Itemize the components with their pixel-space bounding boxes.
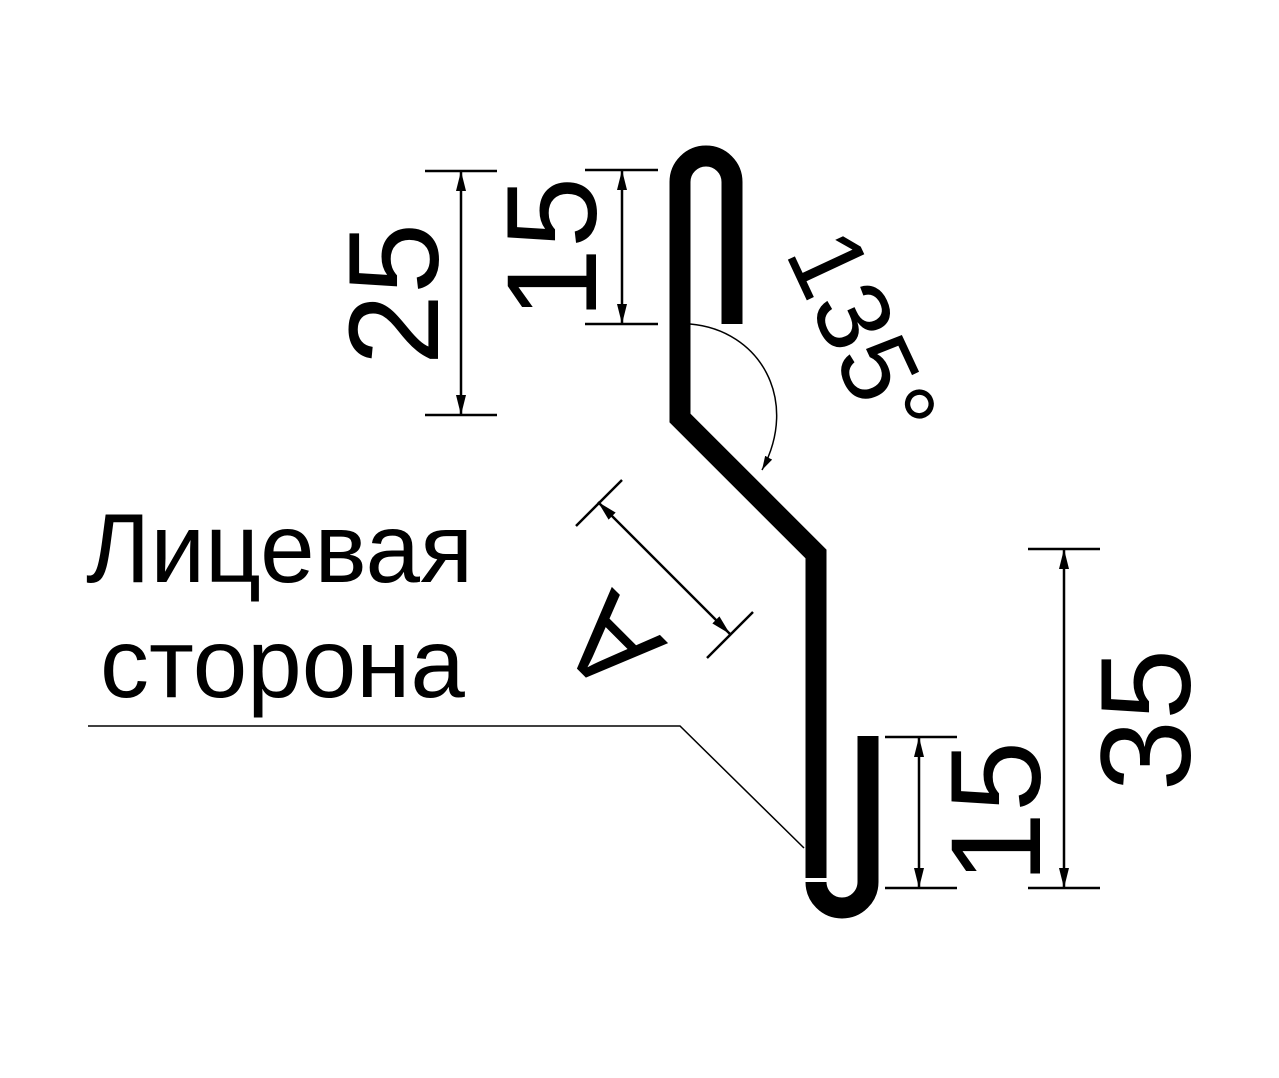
dim-bottom-fold: 15: [885, 735, 1068, 890]
ext-line-slant-lower: [706, 611, 754, 659]
dim-top-fold: 15: [481, 168, 658, 326]
dim-value-top-total: 25: [323, 223, 466, 365]
dim-value-slant: A: [535, 568, 686, 719]
dim-bottom-total: 35: [1028, 547, 1218, 890]
face-side-label-line1: Лицевая: [86, 493, 473, 603]
dim-value-angle: 135°: [764, 213, 960, 457]
profile-main-path: [669, 182, 827, 878]
dim-slant: A: [535, 479, 754, 720]
angle-arc: [675, 318, 778, 471]
dim-value-bottom-total: 35: [1075, 649, 1218, 791]
bottom-hem-curve: [805, 881, 879, 919]
dim-line-slant: [597, 501, 731, 635]
face-side-leader-line: [88, 725, 805, 849]
profile-shape: [669, 145, 879, 919]
face-side-callout: Лицевая сторона: [86, 493, 805, 849]
face-side-label-line2: сторона: [100, 608, 465, 718]
dim-value-bottom-fold: 15: [925, 741, 1068, 883]
top-hem-curve: [669, 145, 743, 183]
dim-value-top-fold: 15: [481, 177, 624, 319]
dim-top-total: 25: [323, 169, 497, 417]
